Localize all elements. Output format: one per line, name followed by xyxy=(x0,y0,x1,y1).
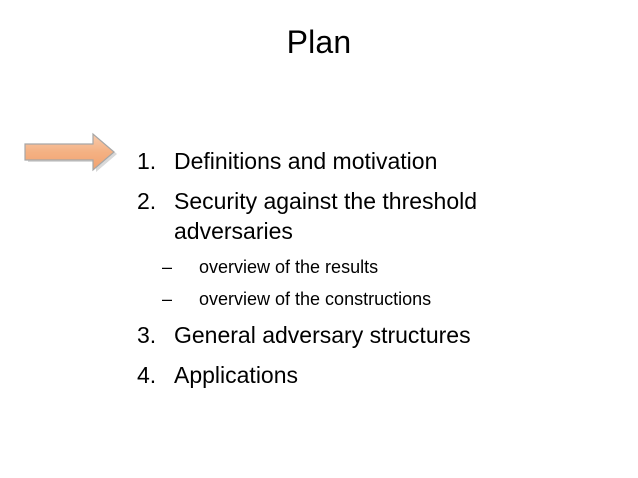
right-arrow-icon xyxy=(24,132,117,172)
item-text: Definitions and motivation xyxy=(174,148,438,174)
item-number: 1. xyxy=(137,148,157,174)
item-number: 4. xyxy=(137,362,157,388)
item-number: 3. xyxy=(137,322,157,348)
sub-item-text: overview of the constructions xyxy=(199,289,432,309)
item-number: 2. xyxy=(137,188,157,214)
item-text-continuation: adversaries xyxy=(174,218,293,244)
sub-bullet: – xyxy=(162,289,173,309)
slide-title: Plan xyxy=(286,24,352,60)
item-text: Security against the threshold xyxy=(174,188,478,214)
sub-item-text: overview of the results xyxy=(199,257,379,277)
item-text: Applications xyxy=(174,362,299,388)
sub-bullet: – xyxy=(162,257,173,277)
item-text: General adversary structures xyxy=(174,322,471,348)
